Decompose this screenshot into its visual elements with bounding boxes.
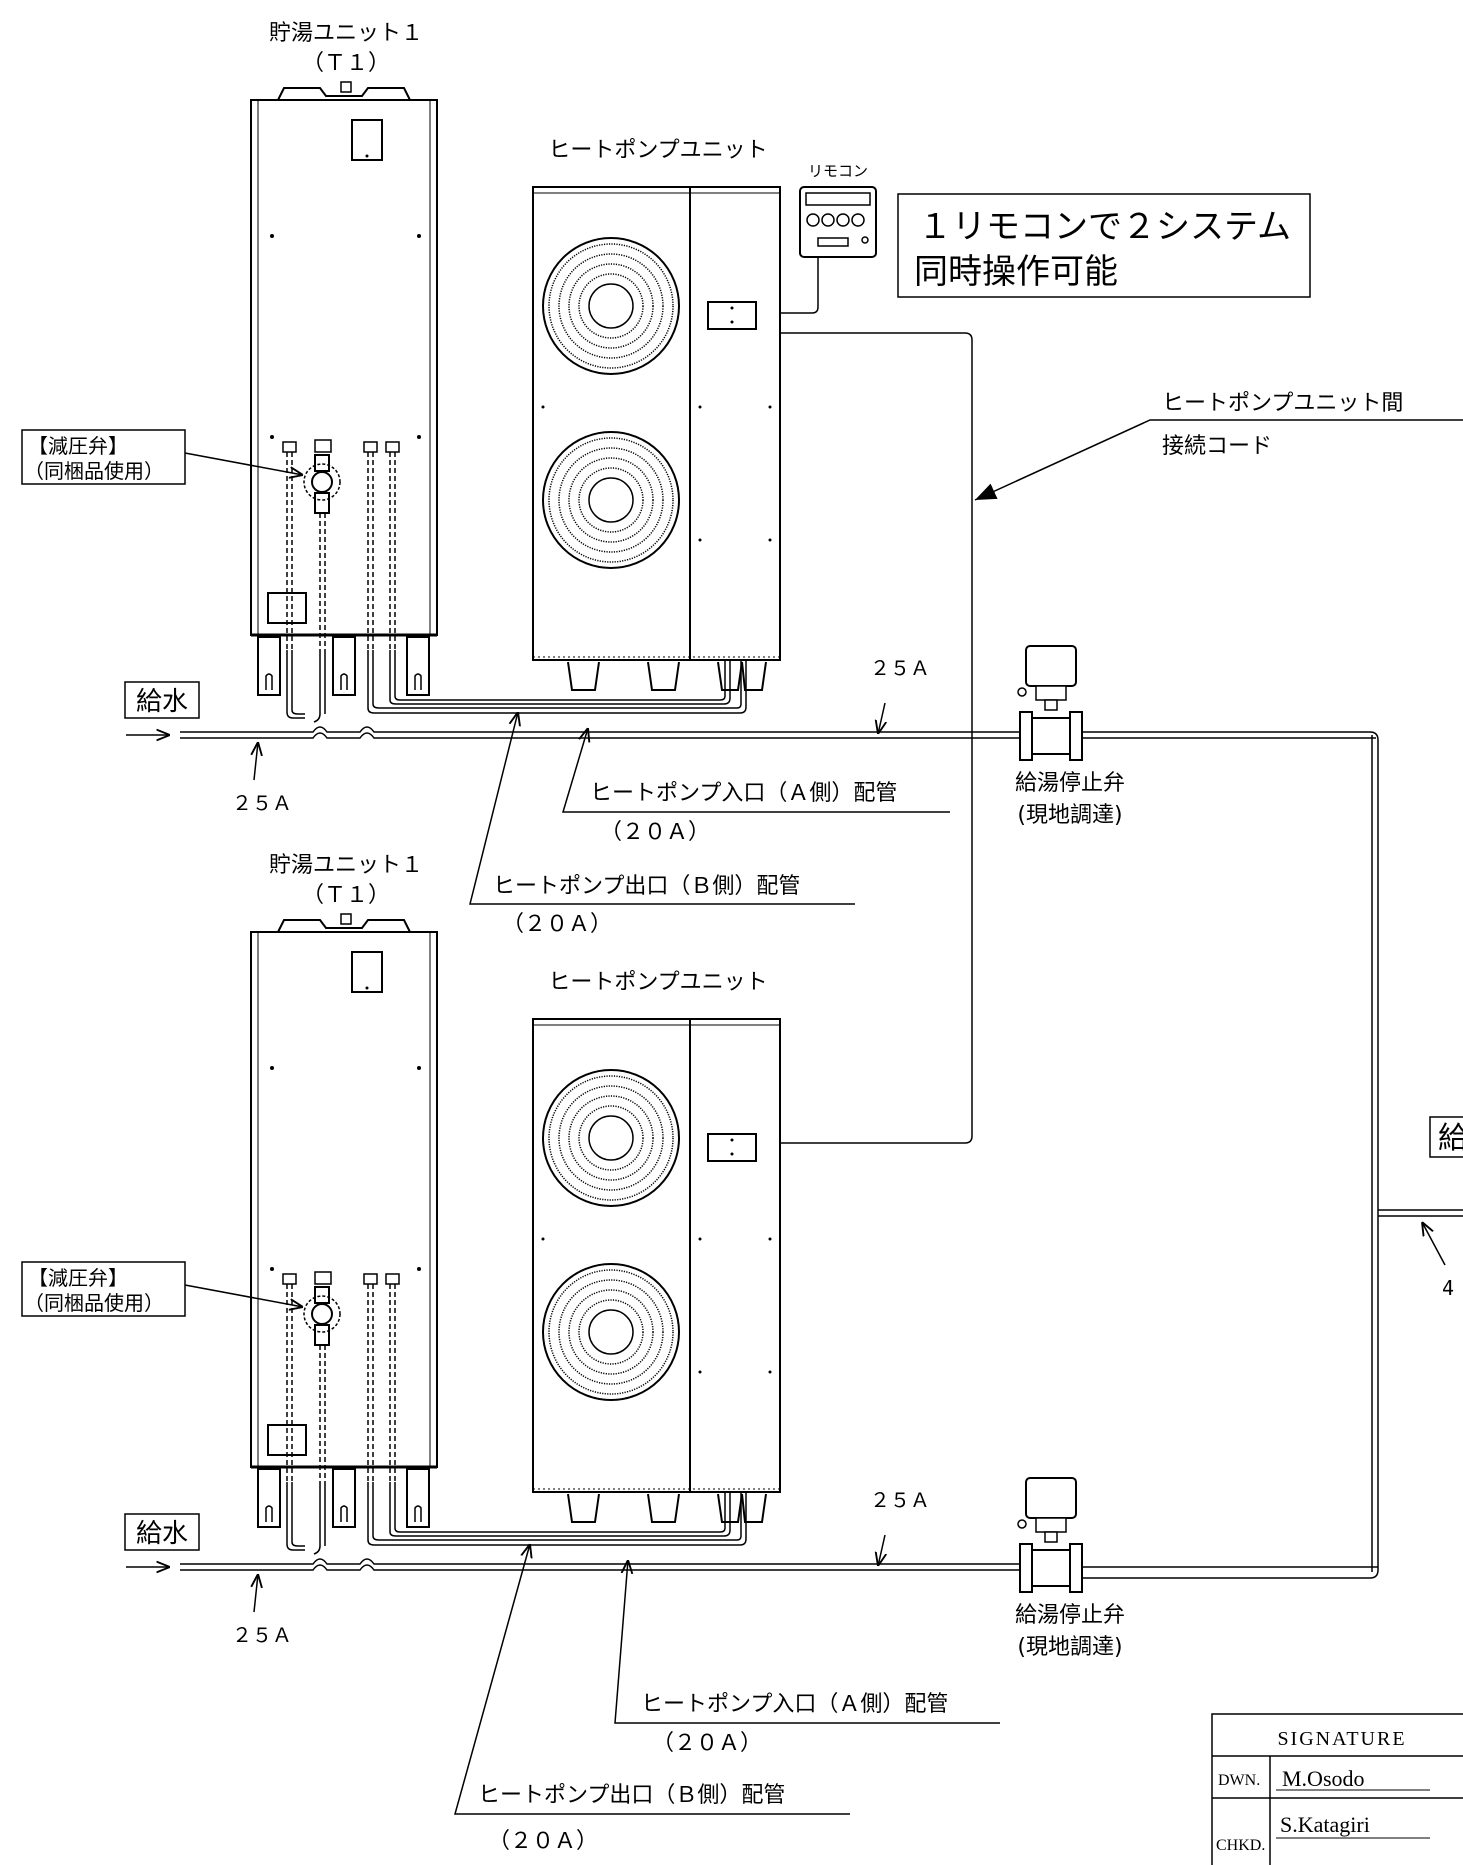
- inlet-pipe-label: ヒートポンプ入口（Ａ側）配管: [590, 781, 897, 806]
- reducing-valve-label: 【減圧弁】: [28, 434, 128, 458]
- system-2: 貯湯ユニット１ （Ｔ１）: [21, 853, 1378, 1854]
- stop-valve: [1017, 1477, 1083, 1593]
- hot-size: ２５Ａ: [870, 1488, 930, 1512]
- reducing-valve-label: 【減圧弁】: [28, 1266, 128, 1290]
- right-supply-size: 4: [1442, 1276, 1454, 1300]
- reducing-valve-symbol: [303, 454, 341, 514]
- supply-size: ２５Ａ: [232, 1623, 292, 1647]
- stop-valve-label: 給湯停止弁: [1015, 771, 1125, 796]
- reducing-valve-symbol: [303, 1286, 341, 1346]
- supply-size: ２５Ａ: [232, 791, 292, 815]
- outlet-pipe-label: ヒートポンプ出口（Ｂ側）配管: [478, 1783, 785, 1808]
- reducing-valve-note: （同梱品使用）: [24, 459, 164, 483]
- hp-title: ヒートポンプユニット: [548, 970, 767, 995]
- drawn-by-role: DWN.: [1218, 1772, 1260, 1789]
- right-supply: 給 4: [1378, 1116, 1463, 1300]
- outlet-size: （２０Ａ）: [502, 912, 612, 937]
- connection-cord-line-2: 接続コード: [1162, 434, 1272, 459]
- storage-tank-unit: [250, 81, 438, 696]
- storage-tank-unit: [250, 913, 438, 1528]
- reducing-valve-note: （同梱品使用）: [24, 1291, 164, 1315]
- inlet-pipe-label: ヒートポンプ入口（Ａ側）配管: [641, 1692, 948, 1717]
- callout-line-1: １リモコンで２システム: [918, 207, 1291, 247]
- stop-valve-note: (現地調達): [1017, 1635, 1122, 1660]
- drawn-by-name: M.Osodo: [1282, 1766, 1365, 1791]
- inlet-size: （２０Ａ）: [652, 1731, 762, 1756]
- water-supply-label: 給水: [136, 687, 188, 717]
- checked-by-role: CHKD.: [1216, 1837, 1265, 1854]
- outlet-pipe-label: ヒートポンプ出口（Ｂ側）配管: [493, 874, 800, 899]
- tank-code: （Ｔ１）: [302, 883, 390, 908]
- water-supply-label: 給水: [136, 1519, 188, 1549]
- connection-cord-line-1: ヒートポンプユニット間: [1162, 391, 1403, 416]
- tank-code: （Ｔ１）: [302, 51, 390, 76]
- signature-header: SIGNATURE: [1277, 1728, 1406, 1750]
- heat-pump-unit: [532, 186, 781, 691]
- remote-label: リモコン: [808, 162, 868, 180]
- inlet-size: （２０Ａ）: [600, 820, 710, 845]
- stop-valve-label: 給湯停止弁: [1015, 1603, 1125, 1628]
- stop-valve-note: (現地調達): [1017, 803, 1122, 828]
- stop-valve: [1017, 645, 1083, 761]
- tank-title: 貯湯ユニット１: [269, 21, 423, 46]
- connection-cord: ヒートポンプユニット間 接続コード: [780, 332, 1463, 1144]
- right-supply-label: 給: [1438, 1121, 1463, 1156]
- remote-controller: [799, 186, 877, 258]
- checked-by-name: S.Katagiri: [1280, 1812, 1370, 1837]
- tank-title: 貯湯ユニット１: [269, 853, 423, 878]
- signature-block: SIGNATURE DWN. M.Osodo CHKD. S.Katagiri: [1211, 1713, 1463, 1865]
- heat-pump-unit: [532, 1018, 781, 1523]
- outlet-size: （２０Ａ）: [488, 1829, 598, 1854]
- callout-box: １リモコンで２システム 同時操作可能: [897, 193, 1311, 298]
- hp-title: ヒートポンプユニット: [548, 138, 767, 163]
- callout-line-2: 同時操作可能: [914, 252, 1118, 292]
- system-1: 貯湯ユニット１ （Ｔ１）: [21, 21, 1379, 1579]
- hot-size: ２５Ａ: [870, 656, 930, 680]
